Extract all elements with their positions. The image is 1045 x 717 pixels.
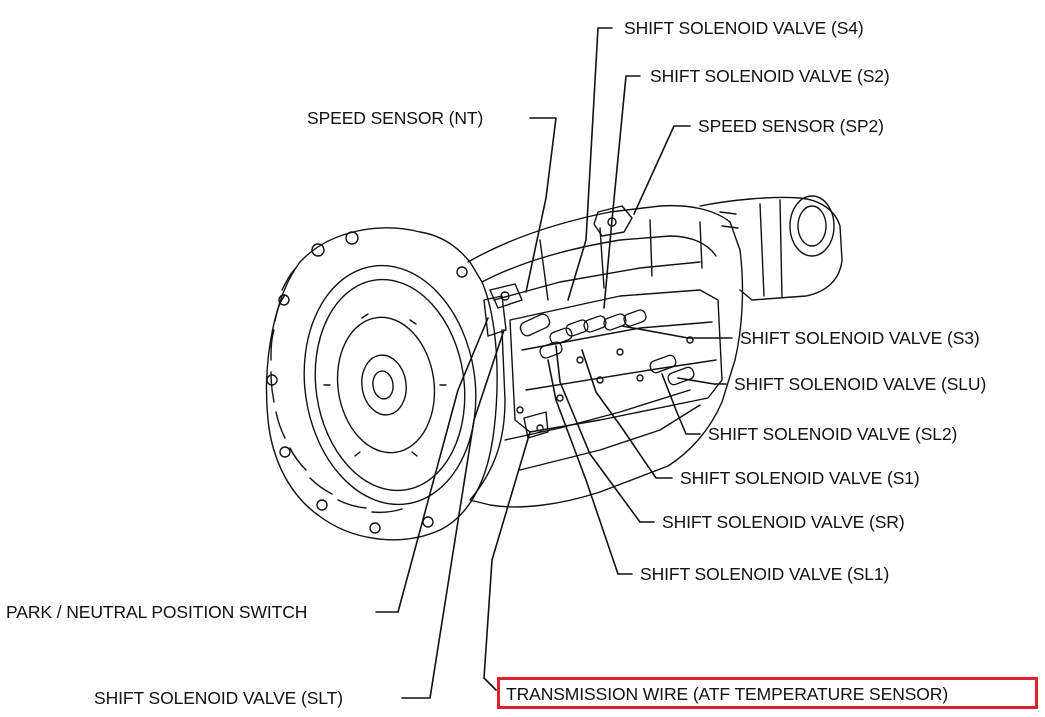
extension-housing <box>699 195 843 301</box>
label-shift-solenoid-s4: SHIFT SOLENOID VALVE (S4) <box>624 18 864 38</box>
highlight-box <box>497 677 1038 709</box>
label-speed-sensor-nt: SPEED SENSOR (NT) <box>307 108 484 128</box>
torque-converter <box>303 264 477 506</box>
transmission-case <box>467 204 744 508</box>
label-speed-sensor-sp2: SPEED SENSOR (SP2) <box>698 116 884 136</box>
label-shift-solenoid-s2: SHIFT SOLENOID VALVE (S2) <box>650 66 890 86</box>
leader-lines <box>375 27 733 699</box>
label-shift-solenoid-slt: SHIFT SOLENOID VALVE (SLT) <box>94 688 343 708</box>
label-shift-solenoid-sl2: SHIFT SOLENOID VALVE (SL2) <box>708 424 958 444</box>
label-shift-solenoid-sr: SHIFT SOLENOID VALVE (SR) <box>662 512 905 532</box>
label-shift-solenoid-s3: SHIFT SOLENOID VALVE (S3) <box>740 328 980 348</box>
label-shift-solenoid-s1: SHIFT SOLENOID VALVE (S1) <box>680 468 920 488</box>
label-shift-solenoid-slu: SHIFT SOLENOID VALVE (SLU) <box>734 374 987 394</box>
label-shift-solenoid-sl1: SHIFT SOLENOID VALVE (SL1) <box>640 564 890 584</box>
label-transmission-wire: TRANSMISSION WIRE (ATF TEMPERATURE SENSO… <box>506 684 949 704</box>
label-park-neutral-position-switch: PARK / NEUTRAL POSITION SWITCH <box>6 602 308 622</box>
valve-body <box>509 289 723 433</box>
atf-connector-part <box>523 411 549 439</box>
speed-sensor-nt-part <box>489 283 523 309</box>
park-neutral-switch-part <box>483 295 507 337</box>
